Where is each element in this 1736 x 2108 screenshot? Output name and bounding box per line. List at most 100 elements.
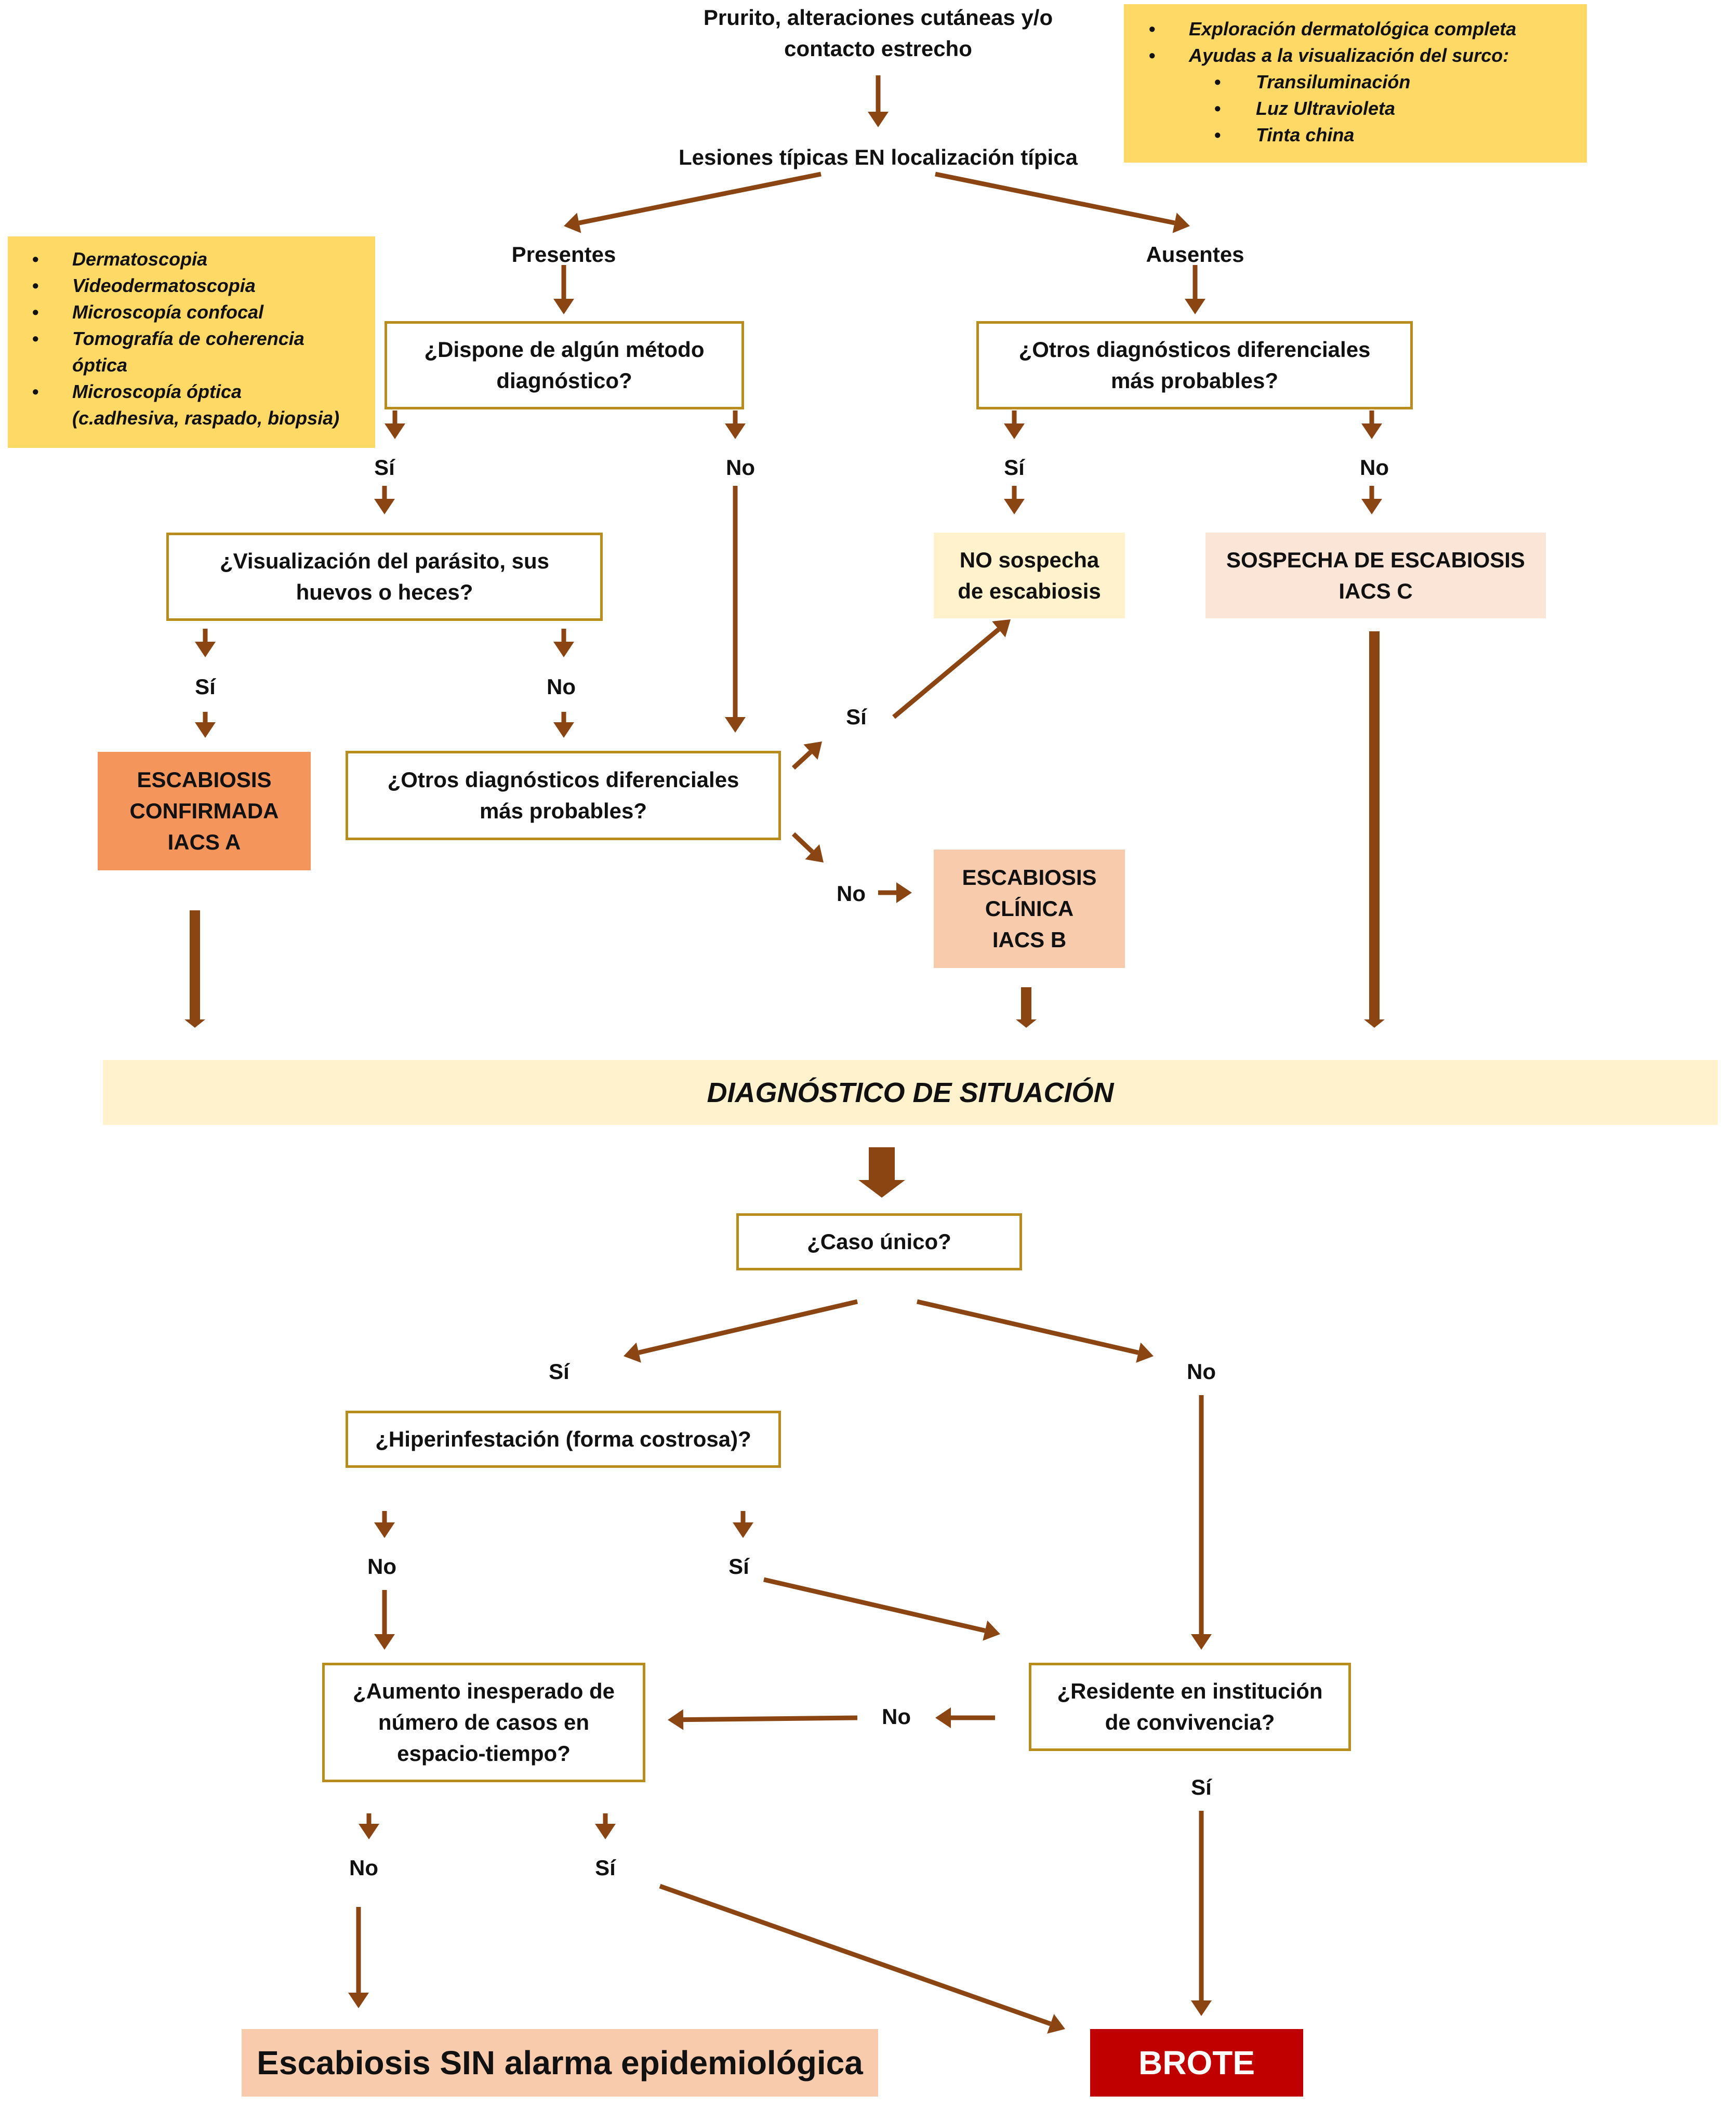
yes-label: Sí	[1191, 1775, 1212, 1799]
outcome-text: Escabiosis SIN alarma epidemiológica	[257, 2044, 863, 2082]
flow-arrow	[195, 712, 216, 738]
flow-arrow	[668, 1709, 858, 1730]
flow-arrow	[935, 1707, 995, 1728]
note-item-text: Microscopía confocal	[72, 301, 264, 323]
question-line-2: huevos o heces?	[296, 580, 473, 604]
start-line-1: Prurito, alteraciones cutáneas y/o	[703, 5, 1053, 30]
note-item-text: óptica	[72, 354, 128, 376]
question-line-1: ¿Residente en institución	[1057, 1679, 1323, 1703]
question-text: ¿Caso único?	[807, 1229, 951, 1254]
no-label: No	[882, 1704, 911, 1729]
no-label: No	[367, 1554, 396, 1579]
note-item-text: Ayudas a la visualización del surco:	[1189, 45, 1509, 66]
note-subitem-text: Tinta china	[1256, 124, 1355, 145]
note-subitem: •Luz Ultravioleta	[1214, 98, 1396, 119]
flow-arrow	[348, 1907, 369, 2008]
outcome-text: BROTE	[1138, 2044, 1255, 2082]
node-line-3: IACS B	[992, 927, 1067, 952]
clinical-iacs-b-node: ESCABIOSIS CLÍNICA IACS B	[934, 850, 1125, 968]
flow-arrow	[659, 1884, 1065, 2034]
note-item: •Exploración dermatológica completa	[1149, 18, 1517, 39]
note-item-text: Microscopía óptica	[72, 381, 242, 402]
node-line-2: IACS C	[1339, 578, 1413, 603]
question-line-1: ¿Visualización del parásito, sus	[219, 549, 550, 573]
question-line-2: más probables?	[1110, 368, 1279, 393]
yes-label: Sí	[595, 1855, 616, 1880]
flow-arrow	[374, 1590, 395, 1650]
flow-arrow	[763, 1577, 1000, 1641]
node-line-1: SOSPECHA DE ESCABIOSIS	[1226, 547, 1525, 572]
node-line-1: ESCABIOSIS	[137, 767, 272, 792]
question-institution-resident: ¿Residente en institución de convivencia…	[1029, 1663, 1351, 1751]
note-item-text: Dermatoscopia	[72, 248, 208, 270]
note-item-text: Tomografía de coherencia	[72, 328, 304, 349]
note-item: •Videodermatoscopia	[32, 275, 256, 296]
flow-arrow	[1191, 1811, 1212, 2016]
question-line-2: número de casos en	[378, 1710, 590, 1734]
flow-arrow	[868, 75, 889, 127]
note-item-continuation: (c.adhesiva, raspado, biopsia)	[8, 405, 375, 431]
note-item-text: Exploración dermatológica completa	[1189, 18, 1517, 39]
note-item: •Tomografía de coherencia	[32, 328, 304, 349]
note-item-text: Videodermatoscopia	[72, 275, 256, 296]
flow-arrow	[935, 171, 1190, 233]
start-line-2: contacto estrecho	[784, 36, 972, 61]
flow-arrow	[359, 1813, 379, 1839]
no-label: No	[547, 674, 576, 699]
yes-label: Sí	[846, 705, 867, 729]
flow-arrow	[916, 1299, 1154, 1363]
note-subitem-text: Transiluminación	[1256, 71, 1411, 92]
flow-arrow	[725, 410, 746, 439]
question-differential-absent: ¿Otros diagnósticos diferenciales más pr…	[976, 321, 1413, 409]
flow-arrow	[374, 486, 395, 514]
note-subitem-text: Luz Ultravioleta	[1256, 98, 1396, 119]
no-label: No	[1360, 455, 1389, 480]
note-item: •Dermatoscopia	[32, 248, 208, 270]
flow-arrow	[374, 1511, 395, 1538]
flow-arrow	[553, 712, 574, 738]
note-subitem: •Transiluminación	[1214, 71, 1411, 92]
question-parasite-visualization: ¿Visualización del parásito, sus huevos …	[166, 533, 603, 621]
node-line-3: IACS A	[167, 830, 241, 854]
node-line-1: NO sospecha	[959, 547, 1099, 572]
note-visualization-aids: •Exploración dermatológica completa •Ayu…	[1124, 4, 1587, 163]
flow-arrow	[791, 741, 822, 770]
question-unexpected-increase: ¿Aumento inesperado de número de casos e…	[322, 1663, 645, 1782]
note-item-text: (c.adhesiva, raspado, biopsia)	[72, 407, 340, 429]
no-suspicion-node: NO sospecha de escabiosis	[934, 533, 1125, 618]
node-line-2: CONFIRMADA	[129, 799, 279, 823]
question-diagnostic-method: ¿Dispone de algún método diagnóstico?	[385, 321, 744, 409]
confirmed-iacs-a-node: ESCABIOSIS CONFIRMADA IACS A	[98, 752, 311, 870]
node-line-2: CLÍNICA	[985, 896, 1074, 921]
flow-arrow	[1016, 987, 1037, 1028]
yes-label: Sí	[1004, 455, 1025, 480]
flow-arrow	[624, 1299, 858, 1363]
question-hyperinfestation: ¿Hiperinfestación (forma costrosa)?	[346, 1411, 781, 1468]
start-node: Prurito, alteraciones cutáneas y/o conta…	[655, 2, 1102, 64]
present-label: Presentes	[511, 242, 616, 267]
no-label: No	[349, 1855, 378, 1880]
flow-arrow	[1004, 410, 1025, 439]
flow-arrow	[892, 619, 1011, 719]
note-item: •Ayudas a la visualización del surco:	[1149, 45, 1509, 66]
question-line-3: espacio-tiempo?	[397, 1741, 571, 1766]
question-text: ¿Hiperinfestación (forma costrosa)?	[375, 1427, 751, 1451]
node-line-2: de escabiosis	[958, 578, 1101, 603]
note-item: •Microscopía confocal	[32, 301, 264, 323]
question-line-1: ¿Dispone de algún método	[424, 337, 705, 362]
note-diagnostic-methods: •Dermatoscopia •Videodermatoscopia •Micr…	[8, 236, 375, 448]
flow-arrow	[184, 910, 205, 1028]
question-line-2: más probables?	[479, 799, 647, 823]
question-differential-present: ¿Otros diagnósticos diferenciales más pr…	[346, 751, 781, 840]
flow-arrow	[733, 1511, 753, 1538]
question-single-case: ¿Caso único?	[736, 1213, 1022, 1270]
question-line-1: ¿Otros diagnósticos diferenciales	[387, 767, 739, 792]
flow-arrow	[858, 1147, 905, 1198]
flow-arrow	[1361, 410, 1382, 439]
flow-arrow	[791, 832, 824, 863]
no-alarm-outcome: Escabiosis SIN alarma epidemiológica	[242, 2029, 878, 2097]
note-item-continuation: óptica	[8, 352, 375, 378]
absent-label: Ausentes	[1146, 242, 1244, 267]
yes-label: Sí	[549, 1359, 569, 1384]
flow-arrow	[1361, 486, 1382, 514]
